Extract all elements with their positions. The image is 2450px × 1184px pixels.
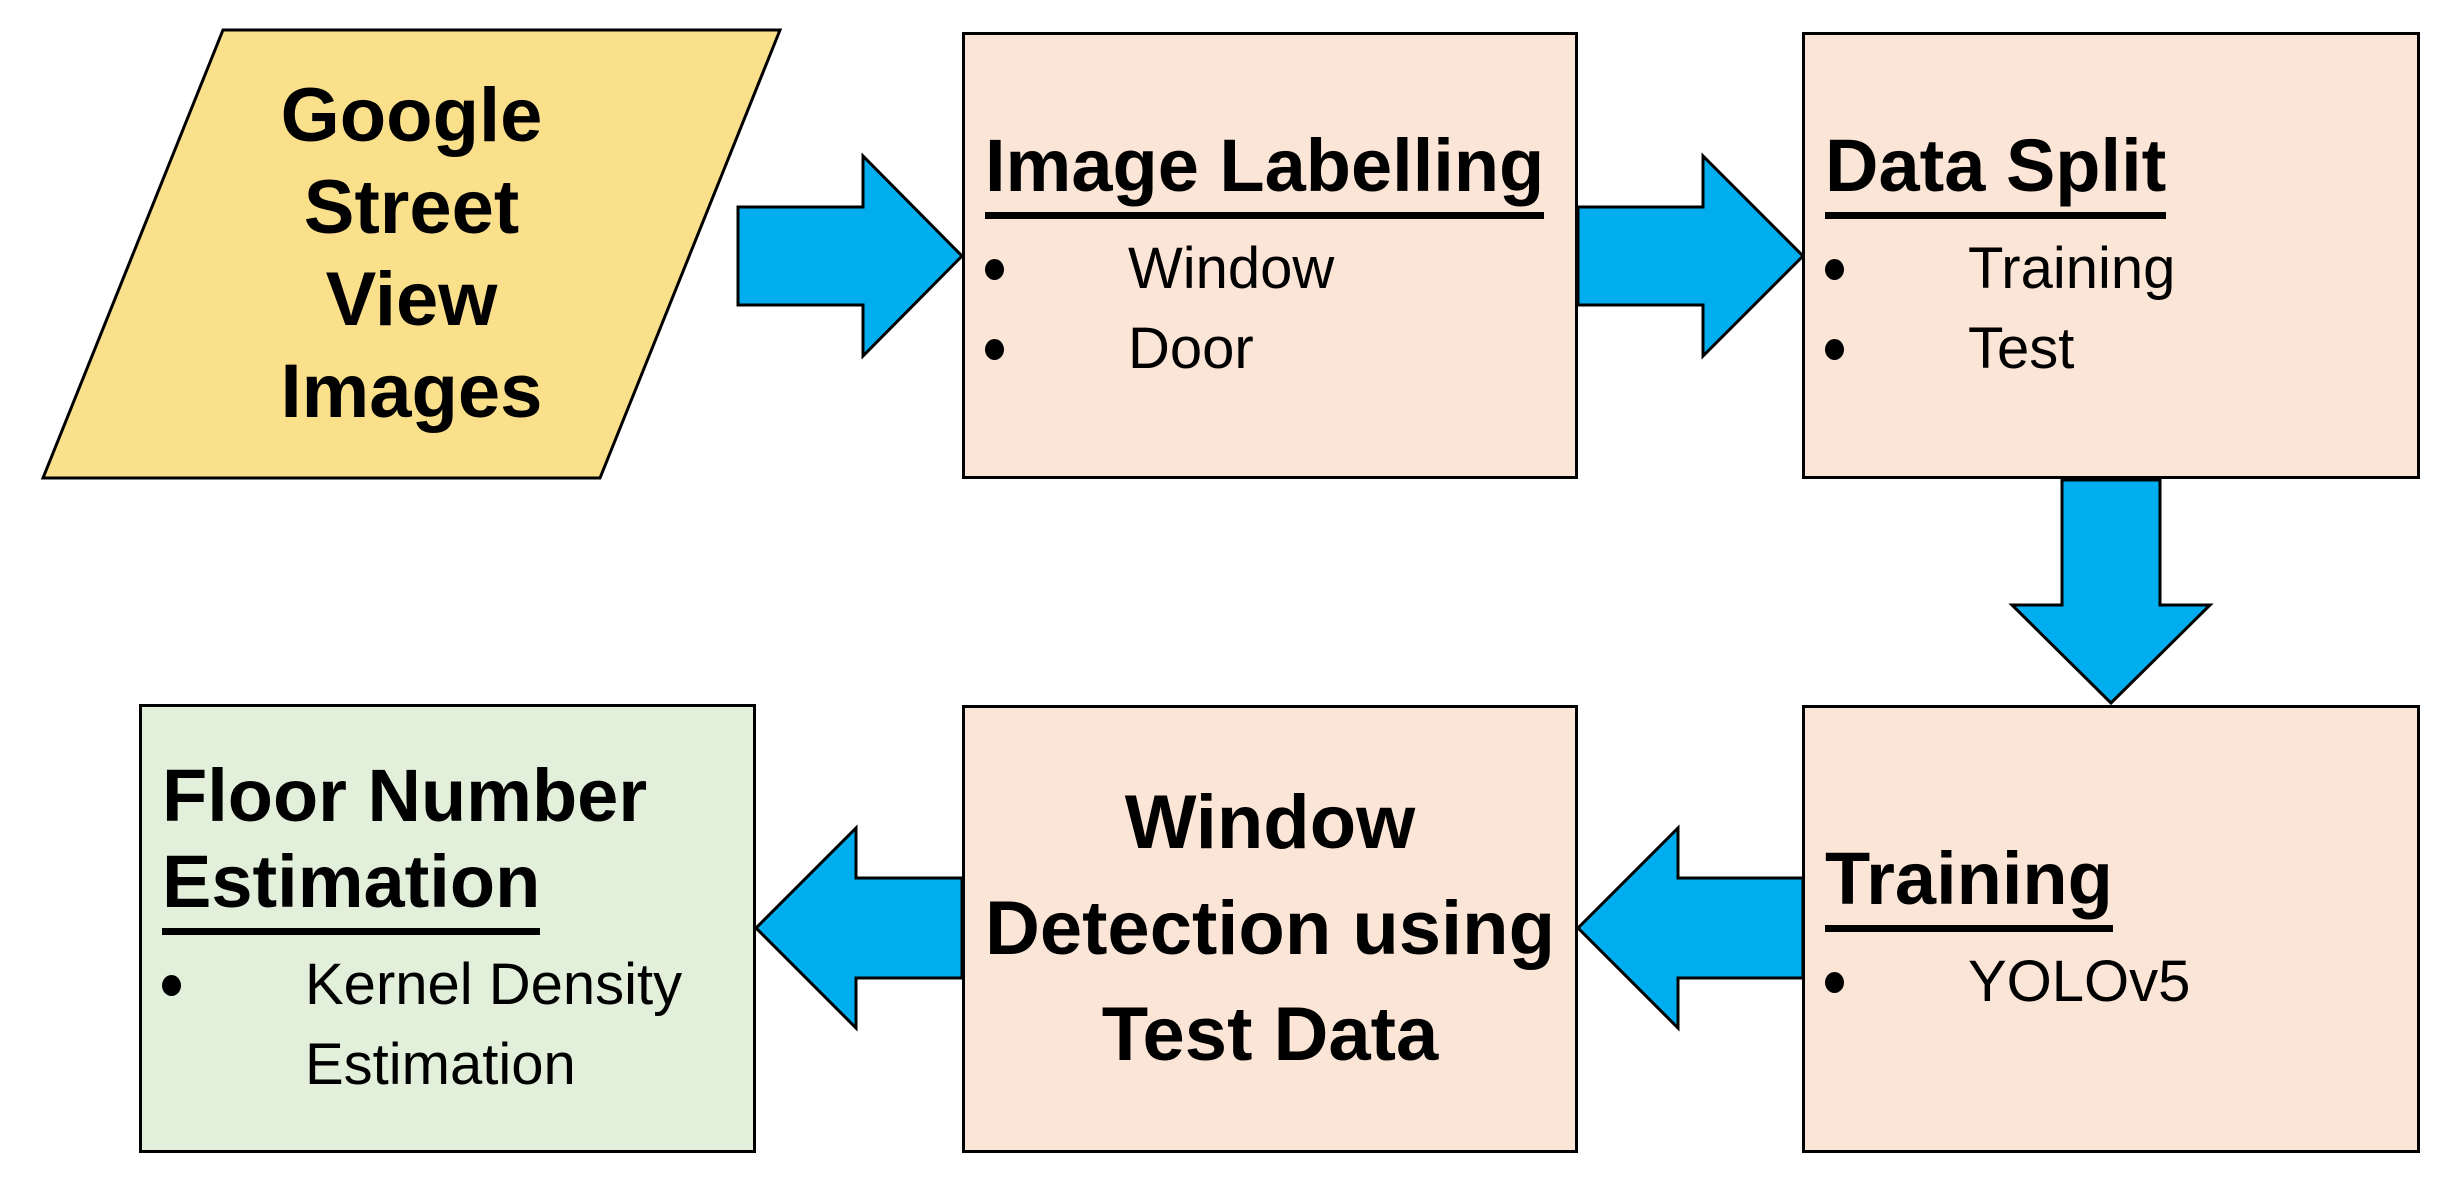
arrow-split-to-training	[2008, 478, 2214, 706]
node-floor-number-estimation: Floor Number Estimation Kernel Density E…	[139, 704, 756, 1153]
bullet-item: Test	[1825, 309, 2409, 389]
bullet-marker	[162, 974, 181, 996]
bullet-marker	[985, 258, 1004, 280]
arrow-source-to-labelling	[736, 152, 965, 360]
bullet-item: Kernel Density Estimation	[162, 945, 745, 1105]
arrow-training-to-detection	[1575, 824, 1805, 1032]
bullet-marker	[1825, 338, 1844, 360]
node-image-labelling: Image Labelling Window Door	[962, 32, 1578, 479]
bullet-item: Door	[985, 309, 1567, 389]
bullet-marker	[985, 338, 1004, 360]
arrow-detection-to-estimation	[753, 824, 964, 1032]
arrow-labelling-to-split	[1576, 152, 1806, 360]
detection-line: Test Data	[1101, 992, 1439, 1077]
node-title: Window Detection using Test Data	[985, 770, 1555, 1088]
detection-line: Window	[1124, 780, 1416, 865]
node-title: Floor Number	[162, 753, 648, 837]
node-title-underlined: Estimation	[162, 839, 745, 935]
bullet-marker	[1825, 258, 1844, 280]
google-street-view-parallelogram	[40, 28, 783, 480]
node-title: Image Labelling	[985, 123, 1567, 219]
node-training: Training YOLOv5	[1802, 705, 2420, 1153]
node-window-detection: Window Detection using Test Data	[962, 705, 1578, 1153]
bullet-item: Window	[985, 229, 1567, 309]
node-title: Training	[1825, 836, 2409, 932]
bullet-label: Window	[1128, 235, 1335, 301]
bullet-label: Training	[1968, 235, 2176, 301]
bullet-label: Kernel Density Estimation	[305, 951, 683, 1097]
node-title: Data Split	[1825, 123, 2409, 219]
bullet-label: YOLOv5	[1968, 949, 2191, 1014]
bullet-marker	[1825, 972, 1844, 993]
detection-line: Detection using	[984, 886, 1556, 971]
bullet-label: Test	[1968, 315, 2075, 381]
bullet-label: Door	[1128, 315, 1254, 381]
node-data-split: Data Split Training Test	[1802, 32, 2420, 479]
bullet-item: Training	[1825, 229, 2409, 309]
bullet-item: YOLOv5	[1825, 942, 2409, 1022]
